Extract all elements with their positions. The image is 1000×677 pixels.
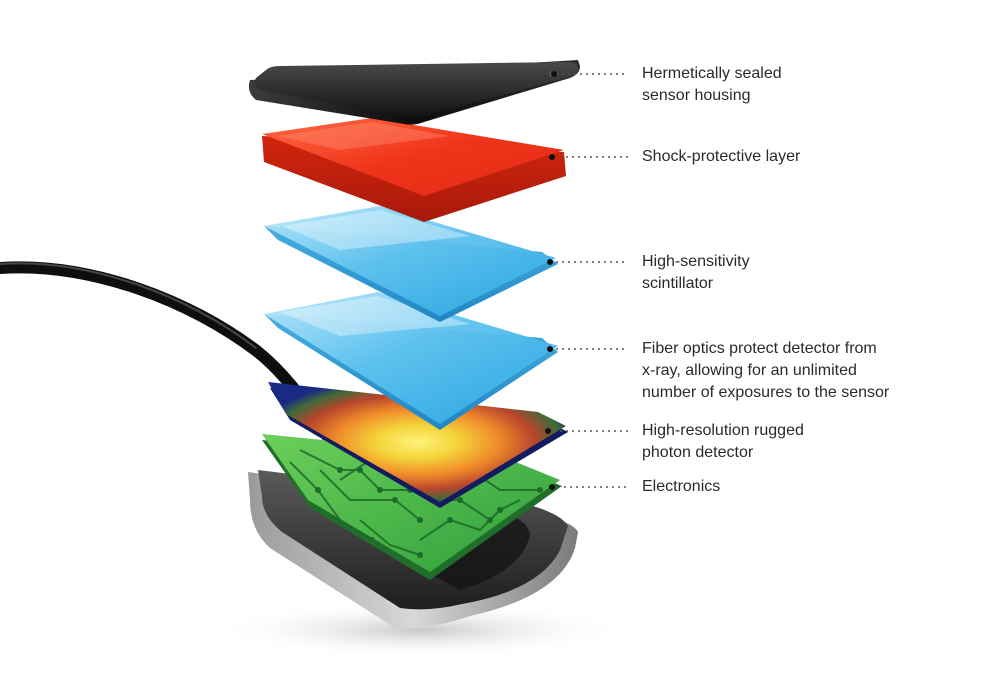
label-fiber-line-3: number of exposures to the sensor (642, 384, 890, 401)
cable (0, 261, 336, 446)
label-electronics: Electronics (642, 476, 982, 498)
sensor-housing (248, 60, 580, 125)
fiber-optic-layer (264, 292, 558, 430)
label-scintillator-line-2: scintillator (642, 275, 714, 292)
label-housing-line-1: Hermetically sealed (642, 65, 782, 82)
scintillator-layer (264, 206, 558, 322)
label-fiber-optics: Fiber optics protect detector from x-ray… (642, 338, 982, 404)
label-photon-detector: High-resolution rugged photon detector (642, 420, 982, 464)
label-fiber-line-1: Fiber optics protect detector from (642, 340, 877, 357)
label-detector-line-2: photon detector (642, 444, 754, 461)
label-electronics-line-1: Electronics (642, 478, 721, 495)
label-fiber-line-2: x-ray, allowing for an unlimited (642, 362, 857, 379)
leader-dots (545, 71, 557, 490)
label-scintillator: High-sensitivity scintillator (642, 251, 982, 295)
photon-detector (268, 382, 568, 508)
leader-lines (548, 73, 628, 488)
shock-protective-layer (262, 118, 566, 222)
label-detector-line-1: High-resolution rugged (642, 422, 804, 439)
label-scintillator-line-1: High-sensitivity (642, 253, 750, 270)
label-shock-line-1: Shock-protective layer (642, 148, 801, 165)
floor-shadow (210, 602, 630, 658)
label-housing: Hermetically sealed sensor housing (642, 63, 982, 107)
label-shock-layer: Shock-protective layer (642, 146, 982, 168)
label-housing-line-2: sensor housing (642, 87, 751, 104)
